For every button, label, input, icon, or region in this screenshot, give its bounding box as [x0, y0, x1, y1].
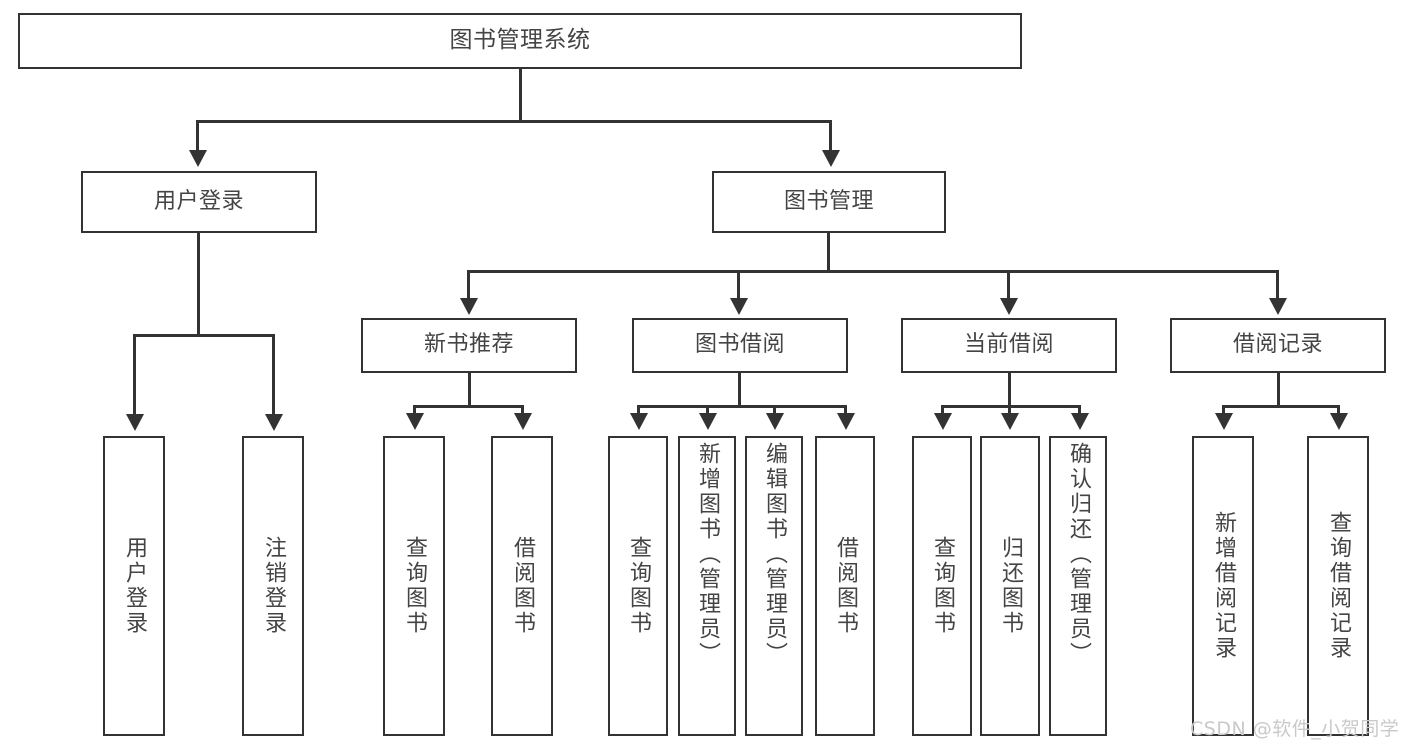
node-leaf-borrow-book-borrow[interactable]: 借阅图书 — [815, 436, 875, 736]
arrow-to-current-borrow — [1000, 298, 1018, 315]
edge-root-bar — [196, 120, 832, 123]
node-leaf-logout-login[interactable]: 注销登录 — [242, 436, 304, 736]
arrow-to-leaf-query-borrow-record — [1330, 413, 1348, 430]
node-leaf-edit-book[interactable]: 编辑图书（管理员） — [745, 436, 803, 736]
edge-borrow-record-bar — [1222, 405, 1340, 408]
node-leaf-add-book[interactable]: 新增图书（管理员） — [678, 436, 736, 736]
edge-new-book-stem — [468, 373, 471, 407]
arrow-to-borrow-record — [1269, 298, 1287, 315]
arrow-to-leaf-query-book-3 — [934, 413, 952, 430]
node-leaf-add-borrow-record[interactable]: 新增借阅记录 — [1192, 436, 1254, 736]
node-leaf-query-borrow-record[interactable]: 查询借阅记录 — [1307, 436, 1369, 736]
arrow-to-leaf-query-book-1 — [406, 413, 424, 430]
node-label: 图书管理 — [783, 188, 874, 214]
node-root-book-management-system[interactable]: 图书管理系统 — [18, 13, 1022, 69]
edge-bm-to-new-book — [467, 270, 470, 300]
edge-nb-to-borrow-book — [521, 405, 524, 415]
arrow-to-book-borrow — [730, 298, 748, 315]
edge-cb-to-confirm-return — [1078, 405, 1081, 415]
edge-bm-to-borrow-record — [1276, 270, 1279, 300]
edge-book-management-bar — [467, 270, 1279, 273]
node-book-management[interactable]: 图书管理 — [712, 171, 946, 233]
arrow-to-leaf-confirm-return — [1071, 413, 1089, 430]
edge-nb-to-query-book — [413, 405, 416, 415]
edge-bb-to-query-book — [637, 405, 640, 415]
node-label: 编辑图书（管理员） — [761, 442, 787, 667]
edge-book-management-stem — [827, 233, 830, 271]
node-label: 用户登录 — [153, 188, 244, 214]
edge-borrow-record-stem — [1277, 373, 1280, 407]
edge-user-login-to-leaf-logout — [272, 334, 275, 416]
node-label: 新增借阅记录 — [1210, 511, 1236, 661]
arrow-to-leaf-add-borrow-record — [1215, 413, 1233, 430]
arrow-to-leaf-return-book — [1001, 413, 1019, 430]
node-label: 图书借阅 — [694, 332, 785, 358]
node-label: 借阅记录 — [1232, 332, 1323, 358]
node-leaf-query-book-current[interactable]: 查询图书 — [912, 436, 972, 736]
node-current-borrow[interactable]: 当前借阅 — [901, 318, 1117, 373]
edge-bm-to-book-borrow — [737, 270, 740, 300]
arrow-root-to-book-management — [822, 150, 840, 167]
edge-user-login-to-leaf-user-login — [133, 334, 136, 416]
node-label: 查询图书 — [929, 536, 955, 636]
edge-current-borrow-stem — [1008, 373, 1011, 407]
edge-br-to-query-record — [1337, 405, 1340, 415]
arrow-to-leaf-user-login — [126, 414, 144, 431]
node-label: 借阅图书 — [832, 536, 858, 636]
node-label: 归还图书 — [997, 536, 1023, 636]
edge-user-login-bar — [133, 334, 275, 337]
edge-cb-to-return-book — [1008, 405, 1011, 415]
arrow-to-leaf-borrow-book-2 — [837, 413, 855, 430]
node-label: 当前借阅 — [963, 332, 1054, 358]
node-label: 查询图书 — [625, 536, 651, 636]
edge-root-stem — [519, 69, 522, 121]
csdn-watermark: CSDN @软件_小贺同学 — [1190, 718, 1400, 740]
node-label: 查询借阅记录 — [1325, 511, 1351, 661]
edge-book-borrow-stem — [738, 373, 741, 407]
edge-bb-to-edit-book — [773, 405, 776, 415]
edge-bb-to-add-book — [706, 405, 709, 415]
node-book-borrow[interactable]: 图书借阅 — [632, 318, 848, 373]
node-label: 新书推荐 — [423, 332, 514, 358]
node-leaf-user-login[interactable]: 用户登录 — [103, 436, 165, 736]
node-user-login[interactable]: 用户登录 — [81, 171, 317, 233]
node-label: 用户登录 — [121, 536, 147, 636]
node-leaf-query-book-new-book[interactable]: 查询图书 — [383, 436, 445, 736]
arrow-root-to-user-login — [189, 150, 207, 167]
edge-bm-to-current-borrow — [1007, 270, 1010, 300]
node-borrow-record[interactable]: 借阅记录 — [1170, 318, 1386, 373]
node-leaf-return-book[interactable]: 归还图书 — [980, 436, 1040, 736]
node-label: 查询图书 — [401, 536, 427, 636]
arrow-to-leaf-edit-book — [766, 413, 784, 430]
node-label: 借阅图书 — [509, 536, 535, 636]
node-leaf-confirm-return[interactable]: 确认归还（管理员） — [1049, 436, 1107, 736]
edge-user-login-stem — [197, 233, 200, 336]
node-leaf-query-book-borrow[interactable]: 查询图书 — [608, 436, 668, 736]
node-label: 图书管理系统 — [449, 27, 591, 54]
arrow-to-leaf-logout-login — [265, 414, 283, 431]
arrow-to-leaf-borrow-book-1 — [514, 413, 532, 430]
edge-br-to-add-record — [1222, 405, 1225, 415]
node-label: 注销登录 — [260, 536, 286, 636]
edge-root-to-user-login — [196, 120, 199, 152]
edge-bb-to-borrow-book — [844, 405, 847, 415]
edge-new-book-bar — [413, 405, 524, 408]
node-label: 新增图书（管理员） — [694, 442, 720, 667]
edge-book-borrow-bar — [637, 405, 847, 408]
edge-current-borrow-bar — [941, 405, 1081, 408]
node-new-book-recommend[interactable]: 新书推荐 — [361, 318, 577, 373]
edge-cb-to-query-book — [941, 405, 944, 415]
node-label: 确认归还（管理员） — [1065, 442, 1091, 667]
edge-root-to-book-management — [829, 120, 832, 152]
node-leaf-borrow-book-new-book[interactable]: 借阅图书 — [491, 436, 553, 736]
arrow-to-leaf-query-book-2 — [630, 413, 648, 430]
arrow-to-new-book-recommend — [460, 298, 478, 315]
arrow-to-leaf-add-book — [699, 413, 717, 430]
